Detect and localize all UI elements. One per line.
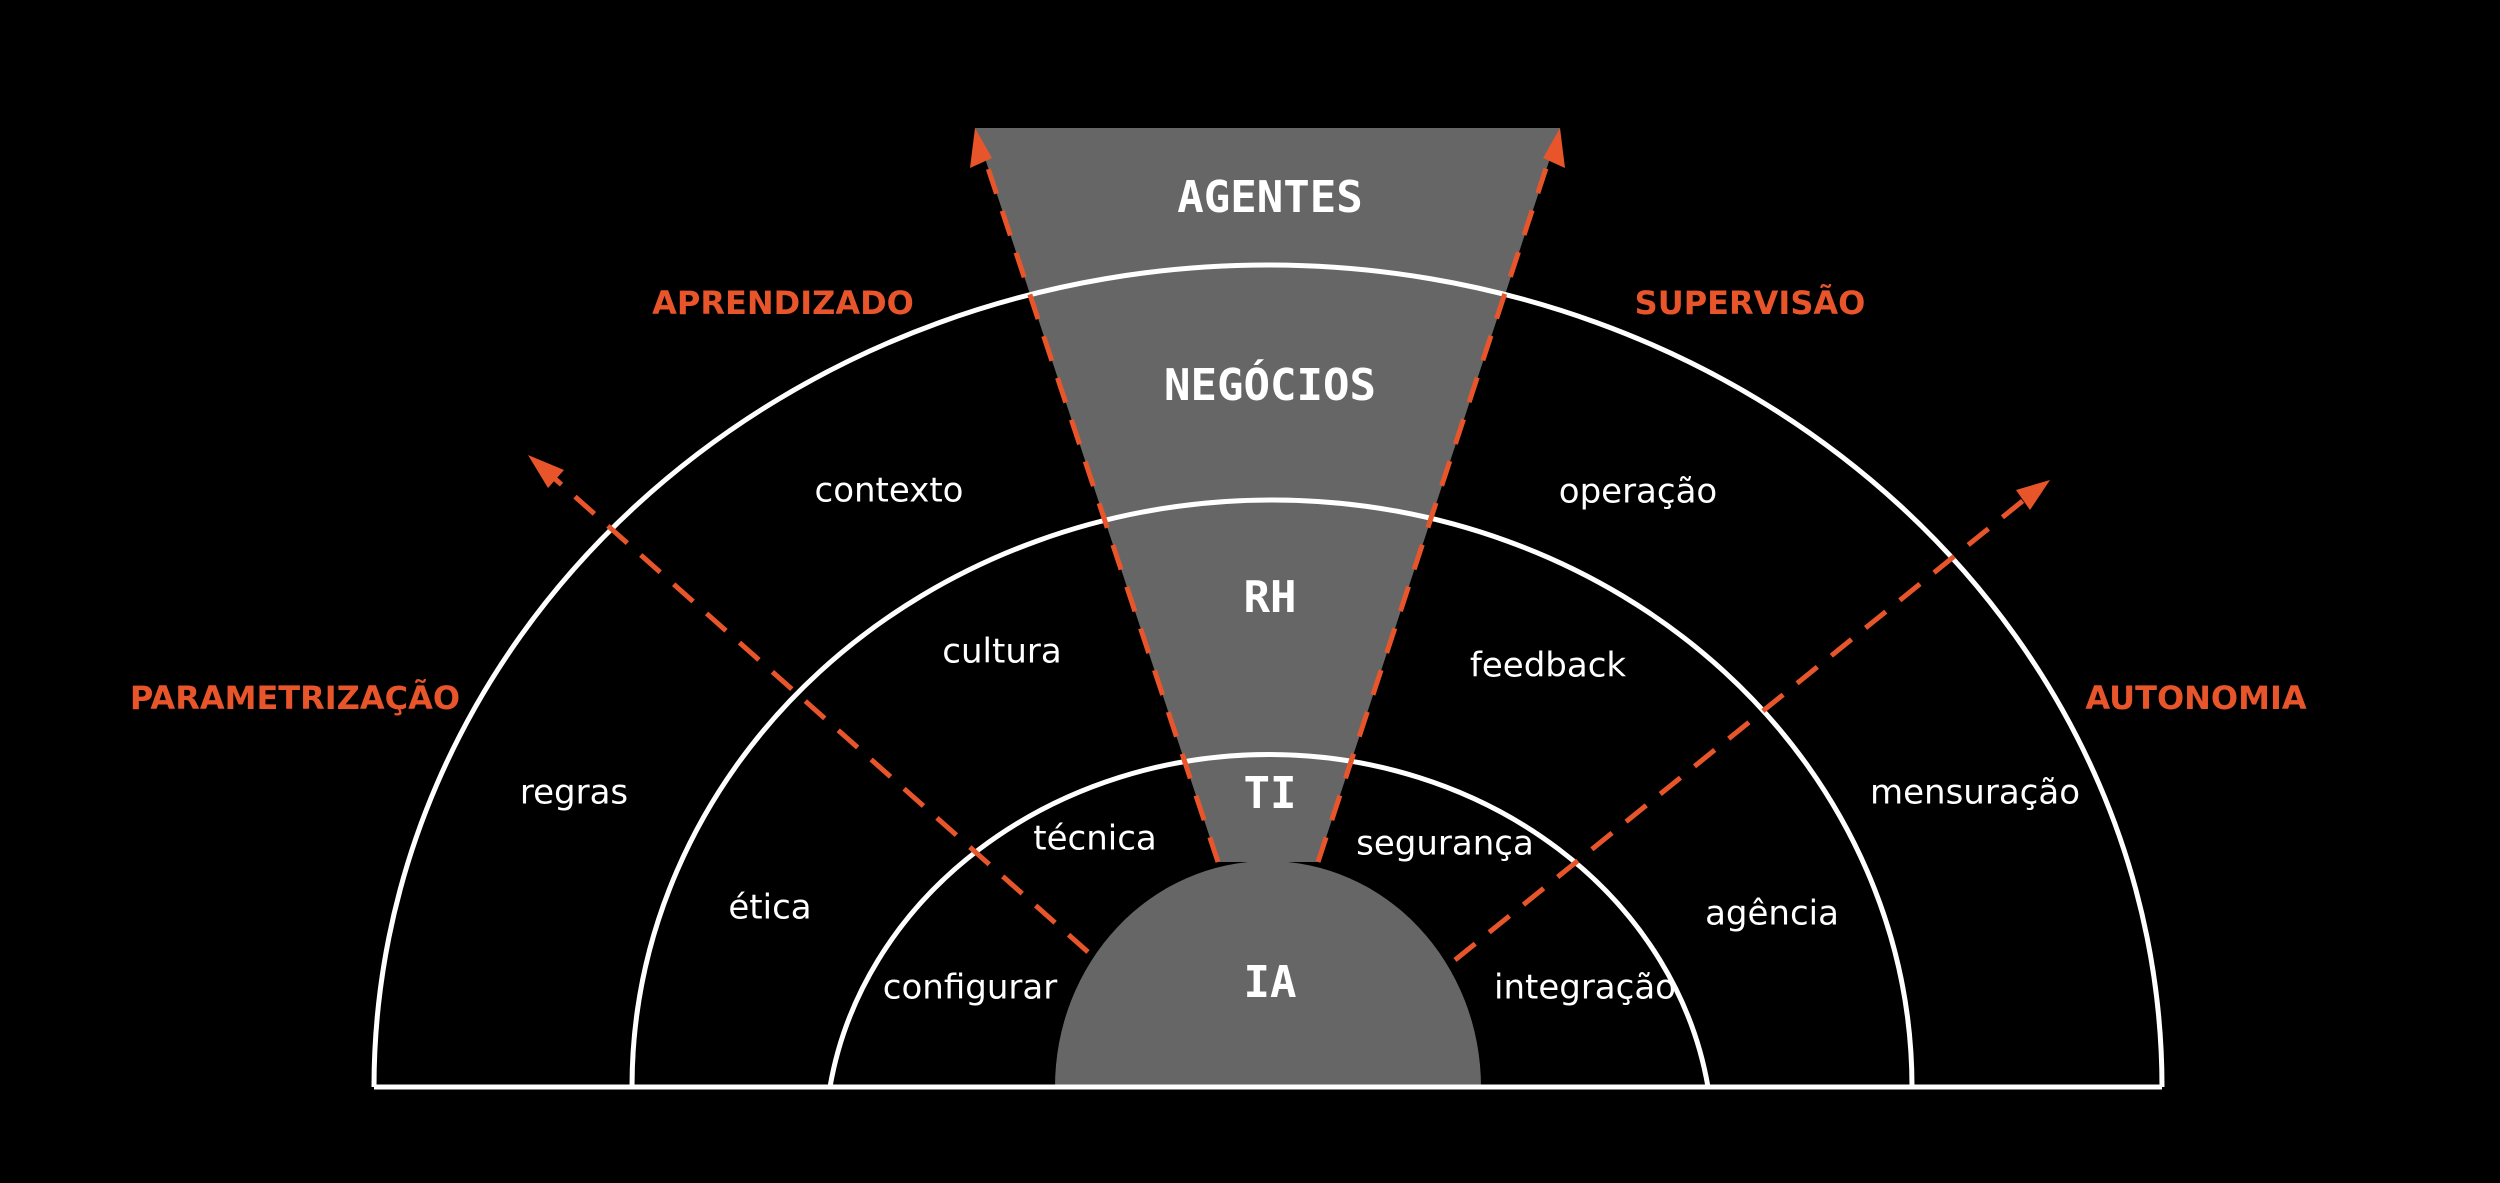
middle-label-cultura: cultura — [942, 632, 1061, 672]
funnel-right-arrow — [1315, 149, 1555, 863]
axis-aprendizado: APRENDIZADO — [652, 284, 914, 322]
right-diagonal-arrow — [1453, 493, 2032, 962]
outer-label-contexto: contexto — [815, 471, 964, 511]
outer-ring-arc — [371, 262, 2165, 1088]
core-semicircle — [1055, 861, 1481, 1087]
funnel-cone — [975, 128, 1560, 862]
left-diagonal-arrowhead — [528, 455, 564, 488]
inner-ring-arc — [827, 752, 1711, 1088]
axis-supervisao: SUPERVISÃO — [1635, 284, 1866, 322]
right-diagonal-arrowhead — [2016, 480, 2050, 510]
outer-label-operacao: operação — [1559, 472, 1717, 512]
funnel-left-arrow — [979, 149, 1221, 863]
axis-parametrizacao: PARAMETRIZAÇÃO — [130, 679, 460, 717]
layer-agentes: AGENTES — [1177, 172, 1362, 223]
outer-label-regras: regras — [520, 773, 628, 813]
layer-rh: RH — [1244, 572, 1297, 623]
middle-label-agencia: agência — [1705, 894, 1839, 934]
axis-autonomia: AUTONOMIA — [2085, 679, 2307, 717]
middle-label-feedback: feedback — [1470, 646, 1626, 686]
inner-label-configurar: configurar — [883, 968, 1057, 1008]
inner-label-integracao: integração — [1494, 968, 1676, 1008]
left-diagonal-arrow — [543, 468, 1090, 954]
layer-ti: TI — [1244, 768, 1297, 819]
funnel-right-arrowhead — [1543, 128, 1565, 168]
layer-negocios: NEGÓCIOS — [1164, 358, 1376, 411]
funnel-left-arrowhead — [970, 128, 992, 168]
inner-label-seguranca: segurança — [1356, 824, 1534, 864]
layer-ia: IA — [1244, 957, 1297, 1008]
middle-label-etica: ética — [728, 888, 811, 928]
inner-label-tecnica: técnica — [1033, 819, 1156, 859]
middle-ring-arc — [629, 497, 1915, 1088]
outer-label-mensuracao: mensuração — [1870, 773, 2080, 813]
